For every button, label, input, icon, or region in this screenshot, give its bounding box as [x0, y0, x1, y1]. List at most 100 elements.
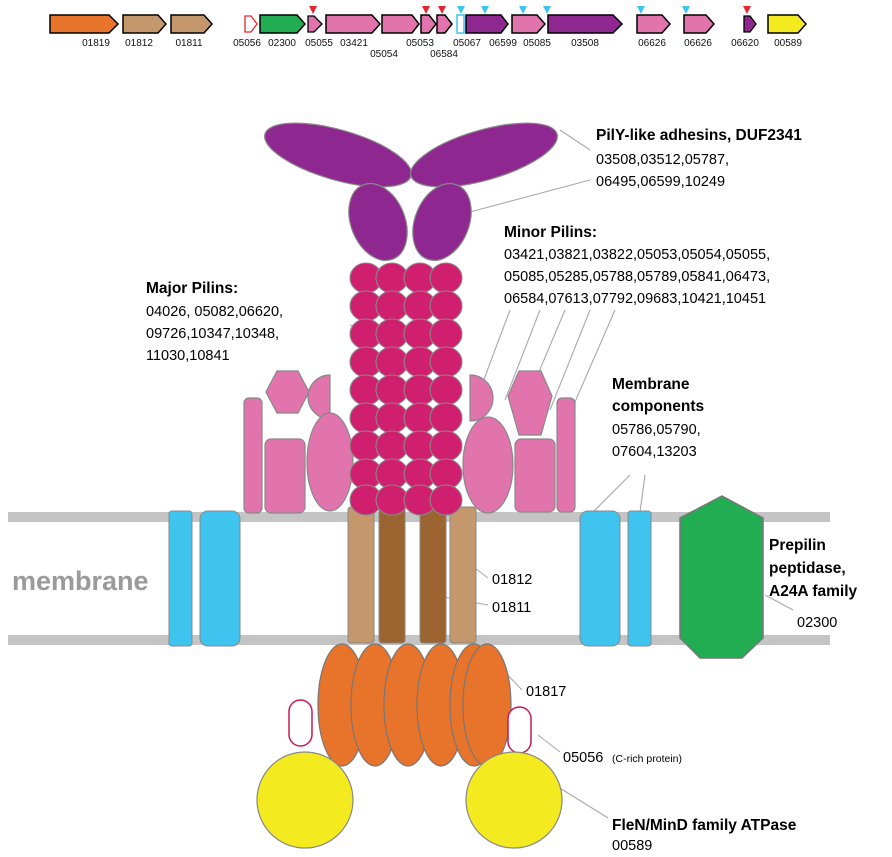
gene-label: 05053: [406, 38, 434, 49]
gene-label: 05067: [453, 38, 481, 49]
membrane-components-ids-2: 07604,13203: [612, 444, 697, 460]
major-pilin-subunit: [429, 290, 463, 322]
minor-pilin: [556, 397, 576, 513]
major-pilin-subunit: [429, 262, 463, 294]
gene-label: 06599: [489, 38, 517, 49]
gene-arrow-05056: [244, 15, 258, 33]
major-pilin-subunit: [375, 318, 409, 350]
minor-pilins-ids-line-1: 03421,03821,03822,05053,05054,05055,: [504, 247, 770, 263]
major-pilin-subunit: [375, 290, 409, 322]
prepilin-id: 02300: [797, 615, 837, 631]
gene-label: 01812: [125, 38, 153, 49]
c-rich-protein-note: (C-rich protein): [612, 753, 682, 765]
gene-label: 06584: [430, 49, 458, 60]
membrane-components-ids-1: 05786,05790,: [612, 422, 701, 438]
major-pilin-subunit: [429, 374, 463, 406]
cyan-membrane-protein: [168, 510, 193, 647]
major-pilins-ids-line-1: 04026, 05082,06620,: [146, 304, 283, 320]
pily-ids-line-2: 06495,06599,10249: [596, 174, 725, 190]
tan-platform-protein-01812: [347, 506, 375, 644]
major-pilin-subunit: [429, 430, 463, 462]
adhesin-tip-left: [264, 122, 412, 188]
gene-label: 03421: [340, 38, 368, 49]
gene-label: 05055: [305, 38, 333, 49]
major-pilins-ids-line-3: 11030,10841: [146, 348, 230, 364]
major-pilin-subunit: [375, 346, 409, 378]
prepilin-title-3: A24A family: [769, 583, 858, 600]
cyan-membrane-protein: [199, 510, 241, 647]
gene-label: 01819: [82, 38, 110, 49]
minor-pilins-left: [243, 370, 354, 514]
cyan-marker: [682, 6, 690, 14]
atpase-title: FleN/MinD family ATPase: [612, 817, 797, 834]
gene-label: 02300: [268, 38, 296, 49]
minor-pilin: [265, 370, 310, 414]
membrane-components-title-1: Membrane: [612, 376, 690, 393]
major-pilin-subunit: [375, 430, 409, 462]
gene-label: 06620: [731, 38, 759, 49]
gene-label: 00589: [774, 38, 802, 49]
adhesin-base-right: [412, 182, 472, 262]
cyan-marker: [543, 6, 551, 14]
fleN-atpase-right: [465, 751, 563, 849]
red-marker: [309, 6, 317, 14]
gene-arrow-01819: [49, 14, 120, 34]
minor-pilin: [307, 374, 331, 420]
prepilin-title-2: peptidase,: [769, 560, 846, 577]
c-rich-protein: [507, 706, 532, 754]
gene-arrow-06620: [743, 15, 757, 33]
c-rich-protein: [288, 699, 313, 747]
prepilin-title-1: Prepilin: [769, 537, 826, 554]
gene-arrow-05067: [456, 14, 465, 34]
cyan-membrane-protein: [627, 510, 652, 647]
major-pilin-subunit: [429, 346, 463, 378]
brown-platform-protein-01811: [378, 506, 406, 644]
major-pilin-subunit: [375, 484, 409, 516]
membrane-top-line: [8, 512, 830, 522]
prepilin-peptidase-shape: [679, 495, 764, 659]
gene-arrow-01812: [122, 14, 168, 34]
major-pilins-ids-line-2: 09726,10347,10348,: [146, 326, 279, 342]
atpase-id: 00589: [612, 838, 652, 854]
minor-pilins-title: Minor Pilins:: [504, 224, 597, 241]
pily-ids-line-1: 03508,03512,05787,: [596, 152, 729, 168]
cyan-marker: [457, 6, 465, 14]
red-marker: [438, 6, 446, 14]
minor-pilin: [264, 438, 306, 514]
minor-pilins-ids-line-3: 06584,07613,07792,09683,10421,10451: [504, 291, 766, 307]
membrane-components-title-2: components: [612, 398, 704, 415]
c-rich-protein-id: 05056: [563, 750, 603, 766]
minor-pilin: [462, 416, 514, 514]
cyan-membrane-protein: [579, 510, 621, 647]
minor-pilin: [306, 412, 354, 512]
major-pilin-subunit: [429, 402, 463, 434]
major-pilins-title: Major Pilins:: [146, 280, 238, 297]
gene-arrow-01811: [170, 14, 214, 34]
gene-arrow-05054: [381, 14, 420, 34]
gene-arrow-06584: [436, 14, 453, 34]
gene-label: 06626: [684, 38, 712, 49]
gene-arrow-00589: [767, 14, 808, 34]
red-marker: [422, 6, 430, 14]
red-marker: [743, 6, 751, 14]
cyan-marker: [637, 6, 645, 14]
gene-arrow-06599: [465, 14, 509, 34]
major-pilin-subunit: [375, 402, 409, 434]
gene-arrow-03421: [325, 14, 382, 34]
gene-label: 05085: [523, 38, 551, 49]
minor-pilin: [243, 397, 263, 514]
gene-arrow-03508: [547, 14, 624, 34]
gene-label: 06626: [638, 38, 666, 49]
minor-pilin: [469, 374, 494, 422]
tan-protein-id: 01812: [492, 572, 532, 588]
brown-platform-protein-01811: [419, 506, 447, 644]
gene-arrow-02300: [259, 14, 307, 34]
atpase-ring: [317, 643, 512, 767]
gene-label: 01811: [175, 38, 203, 49]
gene-label: 03508: [571, 38, 599, 49]
adhesin-complex: [264, 122, 558, 262]
orange-protein-id: 01817: [526, 684, 566, 700]
major-pilin-subunit: [375, 262, 409, 294]
minor-pilins-ids-line-2: 05085,05285,05788,05789,05841,06473,: [504, 269, 770, 285]
